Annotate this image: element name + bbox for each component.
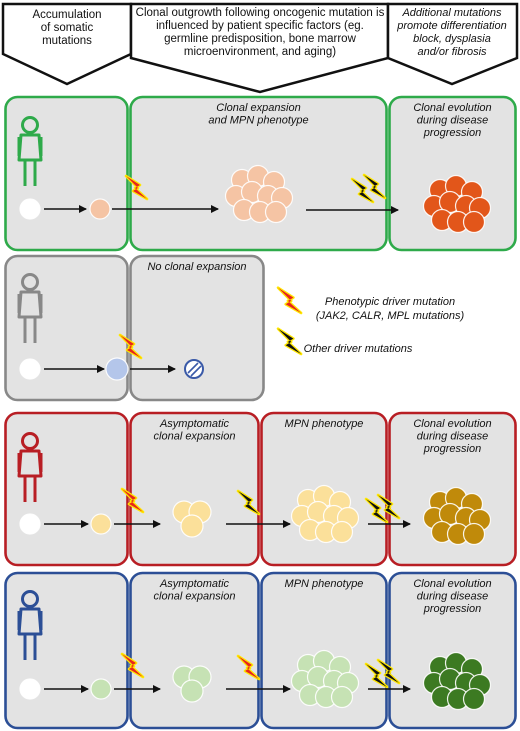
header-col1-shape <box>1 2 133 86</box>
row3-asymptomatic-cluster <box>172 500 212 538</box>
row2-blocked-cell-icon <box>190 365 202 377</box>
row3-other-bolt-icon <box>364 497 389 524</box>
row4-normal-cell <box>19 678 41 700</box>
cluster-cell <box>180 679 204 703</box>
row1-expansion-cluster <box>224 164 294 224</box>
row1-mutant-cell <box>89 198 111 220</box>
row4-box3-title: MPN phenotype <box>285 578 364 590</box>
row4-box2-title: clonal expansion <box>154 591 236 603</box>
header-col2-text: germline predisposition, bone marrow <box>164 33 356 45</box>
legend-other-text: Other driver mutations <box>304 343 413 355</box>
cluster-cell <box>462 210 486 234</box>
row4-box4-title: progression <box>423 603 481 615</box>
row4-box4-title: Clonal evolution <box>413 578 491 590</box>
header-col2-text: microenvironment, and aging) <box>184 46 336 58</box>
header-col2-shape <box>129 2 390 94</box>
row1-box3-title: during disease <box>417 115 489 127</box>
row1-other-bolt-icon <box>350 177 375 204</box>
cluster-cell <box>462 522 486 546</box>
row4-mutant-cell <box>90 678 112 700</box>
row3-box2 <box>129 411 260 567</box>
row1-person-icon <box>17 116 43 186</box>
legend-phenotypic-text: (JAK2, CALR, MPL mutations) <box>316 310 465 322</box>
header-col1-text: mutations <box>42 35 92 47</box>
header-col1-text: of somatic <box>41 22 94 34</box>
row2-blocked-cell-icon <box>184 359 204 379</box>
row3-phenotypic-bolt-icon <box>120 487 145 514</box>
row4-phenotypic-bolt-icon <box>120 652 145 679</box>
row2-blocked-cell-icon <box>187 362 199 374</box>
row3-box2-title: Asymptomatic <box>159 418 230 430</box>
row2-mutant-cell <box>105 357 129 381</box>
cluster-cell <box>462 687 486 711</box>
row4-box2-title: Asymptomatic <box>159 578 230 590</box>
row3-box4-title: during disease <box>417 431 489 443</box>
row4-person-icon <box>17 590 43 660</box>
header-col3-text: promote differentiation <box>396 20 506 32</box>
header-col2-text: influenced by patient specific factors (… <box>156 20 364 32</box>
row2-box2 <box>129 254 265 402</box>
header-col3-text: block, dysplasia <box>413 33 491 45</box>
row4-other-bolt-icon <box>376 658 401 685</box>
row1-normal-cell <box>19 198 41 220</box>
row4-asymptomatic-cluster <box>172 665 212 703</box>
header-col1-text: Accumulation <box>32 9 101 21</box>
cluster-cell <box>330 520 354 544</box>
row3-normal-cell <box>19 513 41 535</box>
row4-evolution-cluster <box>422 651 492 711</box>
row3-mutant-cell <box>90 513 112 535</box>
row2-person-icon <box>17 273 43 343</box>
row1-box2-title: Clonal expansion <box>216 102 300 114</box>
row2-phenotypic-bolt-icon <box>118 333 143 360</box>
row3-evolution-cluster <box>422 486 492 546</box>
row4-second-bolt-icon <box>236 654 261 681</box>
legend-phenotypic-text: Phenotypic driver mutation <box>325 296 455 308</box>
row3-person-icon <box>17 432 43 502</box>
row1-box3-title: progression <box>423 127 481 139</box>
cluster-cell <box>330 685 354 709</box>
row4-mpn-cluster <box>290 649 360 709</box>
row2-normal-cell <box>19 358 41 380</box>
row1-evolution-cluster <box>422 174 492 234</box>
legend-other-bolt-icon <box>276 327 303 356</box>
row3-mpn-cluster <box>290 484 360 544</box>
row2-box2-title: No clonal expansion <box>147 261 246 273</box>
header-col3-text: Additional mutations <box>401 7 502 19</box>
row1-box2-title: and MPN phenotype <box>208 115 308 127</box>
header-col2-text: Clonal outgrowth following oncogenic mut… <box>136 7 385 19</box>
row3-other-bolt-icon <box>376 493 401 520</box>
row3-box4-title: progression <box>423 443 481 455</box>
header-col3-text: and/or fibrosis <box>417 46 487 58</box>
row3-box2-title: clonal expansion <box>154 431 236 443</box>
row3-box3-title: MPN phenotype <box>285 418 364 430</box>
row3-box4-title: Clonal evolution <box>413 418 491 430</box>
header-col3-shape <box>386 2 519 86</box>
row4-box4-title: during disease <box>417 591 489 603</box>
cluster-cell <box>180 514 204 538</box>
cluster-cell <box>264 200 288 224</box>
row3-second-bolt-icon <box>236 489 261 516</box>
row1-other-bolt-icon <box>362 173 387 200</box>
row4-other-bolt-icon <box>364 662 389 689</box>
legend-phenotypic-bolt-icon <box>276 286 303 315</box>
row1-box3-title: Clonal evolution <box>413 102 491 114</box>
row1-phenotypic-bolt-icon <box>124 174 149 201</box>
